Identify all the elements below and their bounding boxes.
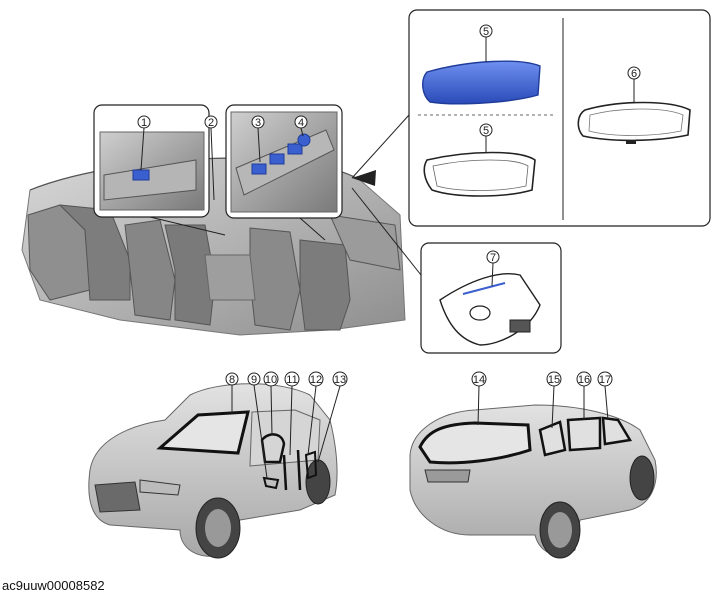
callout-circle	[137, 115, 151, 129]
callout-group: 1 2 3 4 5 5 6 7 8 9	[137, 24, 641, 479]
inset-overhead-sensor	[420, 242, 562, 354]
leader-arrow	[352, 170, 376, 186]
callout-8: 8	[229, 374, 235, 386]
vehicle-front-view	[88, 383, 338, 559]
figure-id-caption: ac9uuw00008582	[2, 578, 105, 593]
callout-3: 3	[255, 117, 261, 129]
callout-16: 16	[578, 374, 590, 386]
callout-10: 10	[265, 374, 277, 386]
callout-2: 2	[208, 117, 214, 129]
callout-5-top: 5	[483, 26, 489, 38]
callout-9: 9	[251, 374, 257, 386]
callout-17: 17	[599, 374, 611, 386]
callout-7: 7	[490, 252, 496, 264]
callout-6: 6	[631, 68, 637, 80]
callout-1: 1	[141, 117, 147, 129]
callout-14: 14	[473, 374, 485, 386]
inset-rearview-mirrors	[408, 9, 711, 227]
leader-line	[351, 187, 422, 276]
callout-13: 13	[334, 374, 346, 386]
leader-line	[351, 114, 410, 179]
callout-5-bottom: 5	[483, 125, 489, 137]
inset-switch-panel	[225, 104, 343, 241]
callout-11: 11	[286, 374, 297, 386]
callout-15: 15	[548, 374, 560, 386]
vehicle-rear-view	[409, 404, 657, 559]
inset-seat-switch	[93, 104, 226, 236]
callout-12: 12	[310, 374, 322, 386]
callout-4: 4	[298, 117, 304, 129]
